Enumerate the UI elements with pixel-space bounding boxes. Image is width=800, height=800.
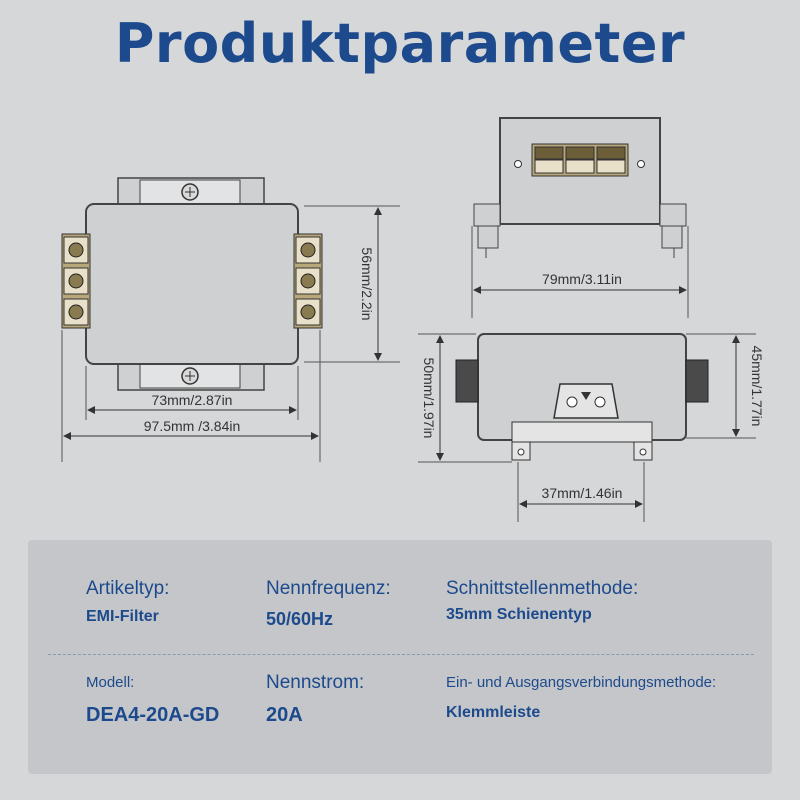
- artikeltyp-label: Artikeltyp:: [86, 578, 170, 599]
- dim-width-37: 37mm/1.46in: [542, 485, 623, 501]
- verbindung-label: Ein- und Ausgangsverbindungsmethode:: [446, 674, 717, 691]
- modell-value: DEA4-20A-GD: [86, 704, 220, 726]
- page-title: Produktparameter: [114, 12, 686, 75]
- verbindung-value: Klemmleiste: [446, 704, 541, 721]
- dim-height-50: 50mm/1.97in: [421, 358, 437, 439]
- nennfrequenz-label: Nennfrequenz:: [266, 578, 391, 599]
- dim-width-79: 79mm/3.11in: [542, 271, 622, 287]
- schnittstelle-label: Schnittstellenmethode:: [446, 578, 639, 599]
- modell-label: Modell:: [86, 674, 135, 691]
- dim-width-73: 73mm/2.87in: [152, 392, 233, 408]
- front-view-drawing: [471, 117, 689, 318]
- nennfrequenz-value: 50/60Hz: [266, 609, 334, 629]
- spec-panel: [28, 540, 772, 774]
- nennstrom-label: Nennstrom:: [266, 672, 365, 693]
- nennstrom-value: 20A: [266, 704, 303, 726]
- artikeltyp-value: EMI-Filter: [86, 608, 159, 625]
- top-view-drawing: [61, 177, 400, 462]
- dim-depth-56: 56mm/2.2in: [359, 247, 375, 320]
- schnittstelle-value: 35mm Schienentyp: [446, 606, 592, 623]
- technical-drawing: 73mm/2.87in 97.5mm /3.84in 56mm/2.2in 79…: [61, 117, 765, 522]
- spec-divider: [48, 654, 754, 655]
- dim-height-45: 45mm/1.77in: [749, 346, 765, 427]
- dim-width-97: 97.5mm /3.84in: [144, 418, 241, 434]
- side-view-drawing: [418, 333, 756, 522]
